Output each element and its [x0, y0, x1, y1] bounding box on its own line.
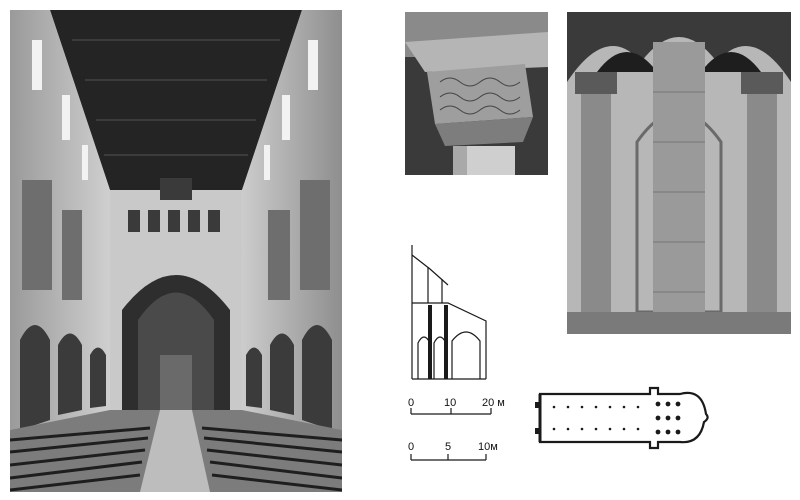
scale-bar-section-line: [410, 408, 492, 415]
scale-plan-label-5: 5: [445, 441, 452, 453]
floor-plan-drawing: [532, 378, 714, 458]
scale-bar-plan-line: [410, 454, 487, 461]
scale-bar-section: [408, 394, 508, 418]
cross-section-drawing: [408, 243, 490, 381]
crypt-interior-drawing: [567, 12, 791, 334]
capital-detail-drawing: [405, 12, 548, 175]
capital-detail-photo: [405, 12, 548, 175]
scale-section-label-20: 20 м: [482, 397, 505, 409]
nave-interior-photo: [10, 10, 342, 492]
nave-interior-drawing: [10, 10, 342, 492]
scale-plan-label-10: 10м: [478, 441, 498, 453]
scale-plan-label-0: 0: [408, 441, 415, 453]
floor-plan-lines: [535, 386, 709, 450]
crypt-interior-photo: [567, 12, 791, 334]
plan-column-dots: [552, 401, 681, 435]
scale-section-label-10: 10: [444, 397, 457, 409]
cross-section-lines: [411, 245, 487, 380]
scale-bar-plan: [408, 448, 508, 464]
scale-section-label-0: 0: [408, 397, 415, 409]
